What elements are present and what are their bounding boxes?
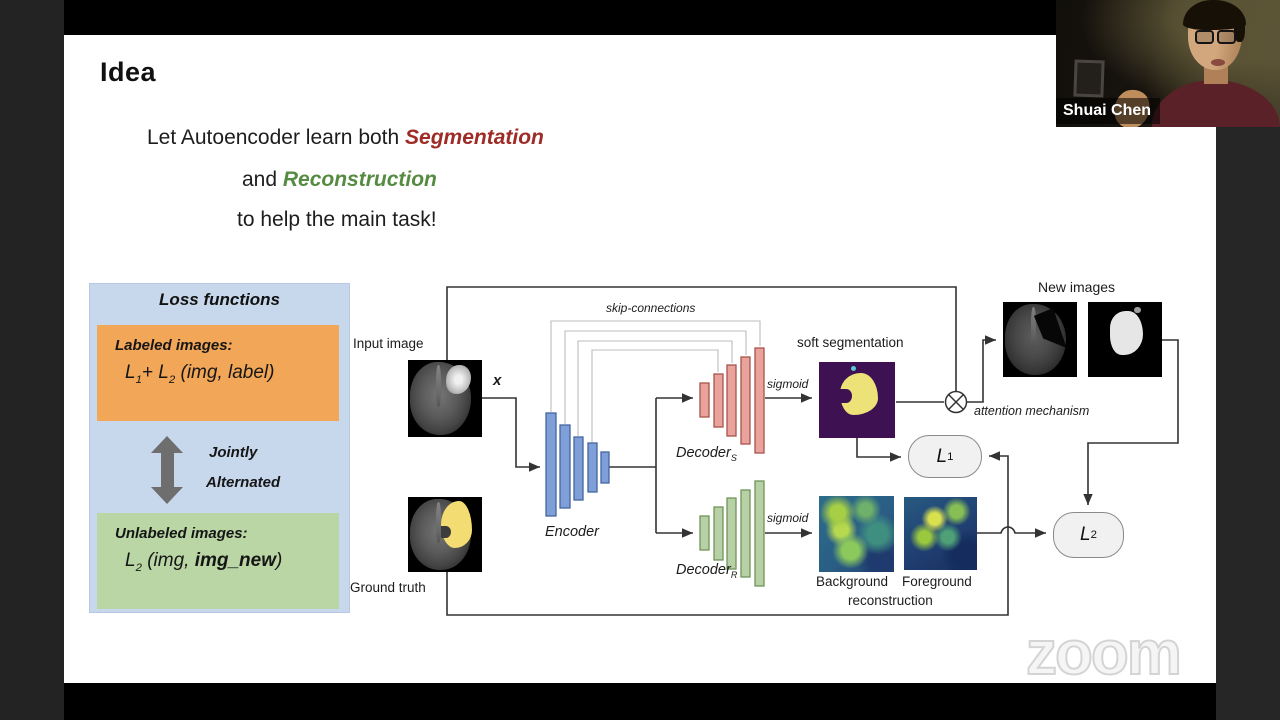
ground-truth-label: Ground truth [350,580,426,595]
sigmoid-top-label: sigmoid [767,377,809,391]
segmentation-highlight: Segmentation [405,126,544,149]
picture-frame [1073,59,1105,98]
decoder-r-label: DecoderR [676,562,738,580]
participant-name-label: Shuai Chen [1056,98,1161,124]
slide-title: Idea [100,57,157,87]
webcam-tile[interactable]: Shuai Chen [1056,0,1280,127]
jointly-label: Jointly [209,444,258,461]
new-image-masked-thumbnail [1003,302,1077,377]
alternated-label: Alternated [206,474,281,491]
reconstruction-label: reconstruction [848,593,933,608]
input-image-label: Input image [353,336,424,351]
unlabeled-images-heading: Unlabeled images: [115,525,248,542]
loss-panel-title: Loss functions [159,290,280,309]
skip-connections-label: skip-connections [606,301,696,315]
tagline-line-2: and Reconstruction [242,168,437,191]
avatar-neck [1204,66,1228,84]
new-images-label: New images [1038,279,1116,295]
jointly-alternated-arrow-icon [151,436,184,504]
decoder-s-label: DecoderS [676,445,737,463]
tagline-line-3: to help the main task! [237,208,437,231]
background-reconstruction-thumbnail [819,496,894,572]
letterbox-left [0,0,64,720]
unlabeled-loss-formula: L2 (img, img_new) [125,550,283,574]
foreground-label: Foreground [902,574,972,589]
unlabeled-images-box: Unlabeled images: L2 (img, img_new) [97,513,339,609]
loss-functions-panel: Loss functions Labeled images: L1+ L2 (i… [89,283,350,613]
glasses-icon [1195,30,1236,44]
input-image-thumbnail [408,360,482,437]
x-label: x [493,372,502,389]
labeled-images-box: Labeled images: L1+ L2 (img, label) [97,325,339,421]
foreground-reconstruction-thumbnail [904,497,977,570]
tagline-line-1: Let Autoencoder learn both Segmentation [147,126,544,149]
zoom-watermark: zoom [1025,618,1183,689]
attention-mechanism-label: attention mechanism [974,404,1090,418]
ground-truth-thumbnail [408,497,482,572]
encoder-label: Encoder [545,524,600,540]
avatar-mouth [1211,59,1225,66]
soft-segmentation-thumbnail [819,362,895,438]
soft-segmentation-label: soft segmentation [797,335,904,350]
background-label: Background [816,574,889,589]
avatar-hair-side [1234,14,1245,42]
labeled-images-heading: Labeled images: [115,337,233,354]
sigmoid-bottom-label: sigmoid [767,511,809,525]
reconstruction-highlight: Reconstruction [282,168,437,191]
new-image-foreground-thumbnail [1088,302,1162,377]
labeled-loss-formula: L1+ L2 (img, label) [125,362,275,386]
